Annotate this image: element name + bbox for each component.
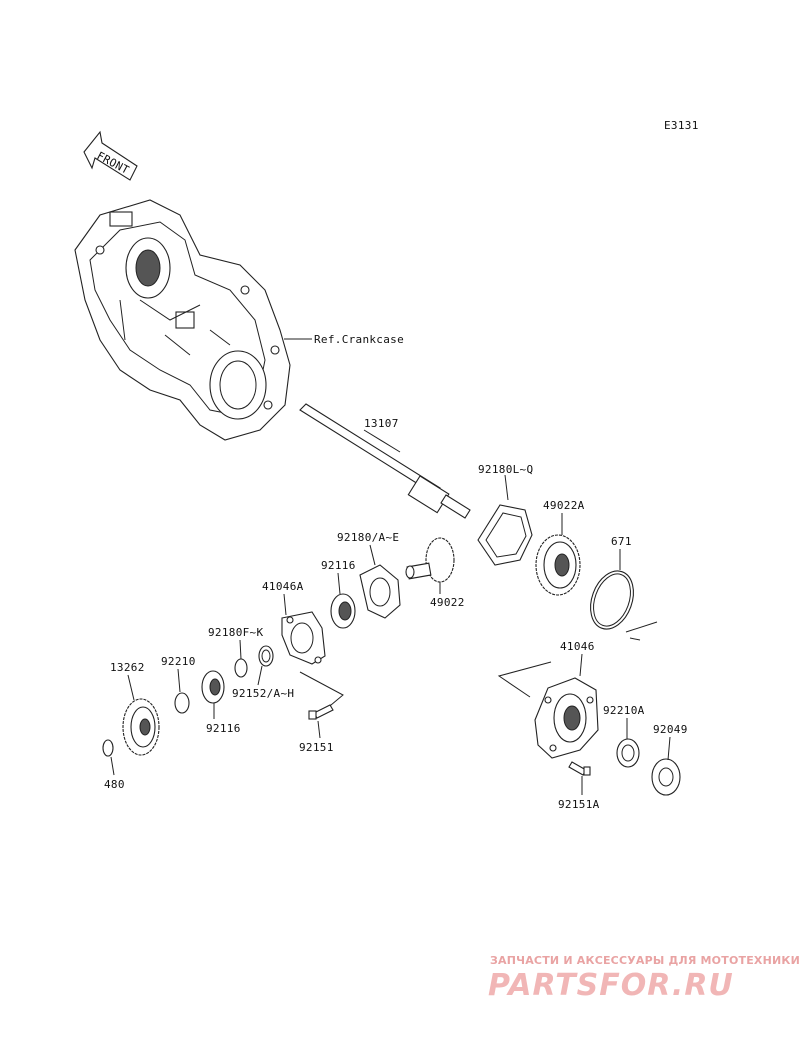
part-label-92210A: 92210A xyxy=(603,704,645,717)
shaft-13107 xyxy=(299,403,471,519)
part-label-92116-lower: 92116 xyxy=(206,722,241,735)
shim-92180F-K xyxy=(234,658,248,678)
circlip-480 xyxy=(102,739,114,757)
part-label-49022A: 49022A xyxy=(543,499,585,512)
o-ring-671 xyxy=(590,570,634,630)
gasket-92180A-E xyxy=(359,564,401,619)
crankcase-reference-label: Ref.Crankcase xyxy=(314,333,404,346)
part-label-41046: 41046 xyxy=(560,640,595,653)
housing-41046 xyxy=(534,677,599,759)
bearing-92116-upper xyxy=(330,593,356,629)
part-label-92152A-H: 92152/A~H xyxy=(232,687,294,700)
part-label-671: 671 xyxy=(611,535,632,548)
gear-49022A xyxy=(535,534,581,596)
housing-41046A xyxy=(281,611,326,665)
part-label-92180A-E: 92180/A~E xyxy=(337,531,399,544)
gear-13262 xyxy=(122,698,160,756)
part-label-92049: 92049 xyxy=(653,723,688,736)
part-label-92116-upper: 92116 xyxy=(321,559,356,572)
bolt-92151 xyxy=(308,704,334,720)
part-label-480: 480 xyxy=(104,778,125,791)
seal-92210A xyxy=(616,738,640,768)
front-direction-arrow: FRONT xyxy=(83,130,138,181)
diagram-code: E3131 xyxy=(664,119,699,132)
collar-92152A-H xyxy=(258,645,274,667)
part-label-13262: 13262 xyxy=(110,661,145,674)
crankcase-illustration xyxy=(74,199,291,441)
part-label-41046A: 41046A xyxy=(262,580,304,593)
gear-49022 xyxy=(405,537,455,583)
watermark-brand: PARTSFOR.RU xyxy=(488,968,734,1003)
seal-92210 xyxy=(174,692,190,714)
part-label-92180L-Q: 92180L~Q xyxy=(478,463,533,476)
part-label-92151: 92151 xyxy=(299,741,334,754)
part-label-13107: 13107 xyxy=(364,417,399,430)
gasket-92180L-Q xyxy=(477,504,533,566)
bearing-92116-lower xyxy=(201,670,225,704)
bolt-92151A xyxy=(568,761,591,776)
part-label-92210: 92210 xyxy=(161,655,196,668)
part-label-92151A: 92151A xyxy=(558,798,600,811)
seal-92049 xyxy=(651,758,681,796)
part-label-92180F-K: 92180F~K xyxy=(208,626,263,639)
part-label-49022: 49022 xyxy=(430,596,465,609)
watermark: ЗАПЧАСТИ И АКСЕССУАРЫ ДЛЯ МОТОТЕХНИКИ PA… xyxy=(488,954,800,1003)
watermark-tagline: ЗАПЧАСТИ И АКСЕССУАРЫ ДЛЯ МОТОТЕХНИКИ xyxy=(490,954,800,967)
